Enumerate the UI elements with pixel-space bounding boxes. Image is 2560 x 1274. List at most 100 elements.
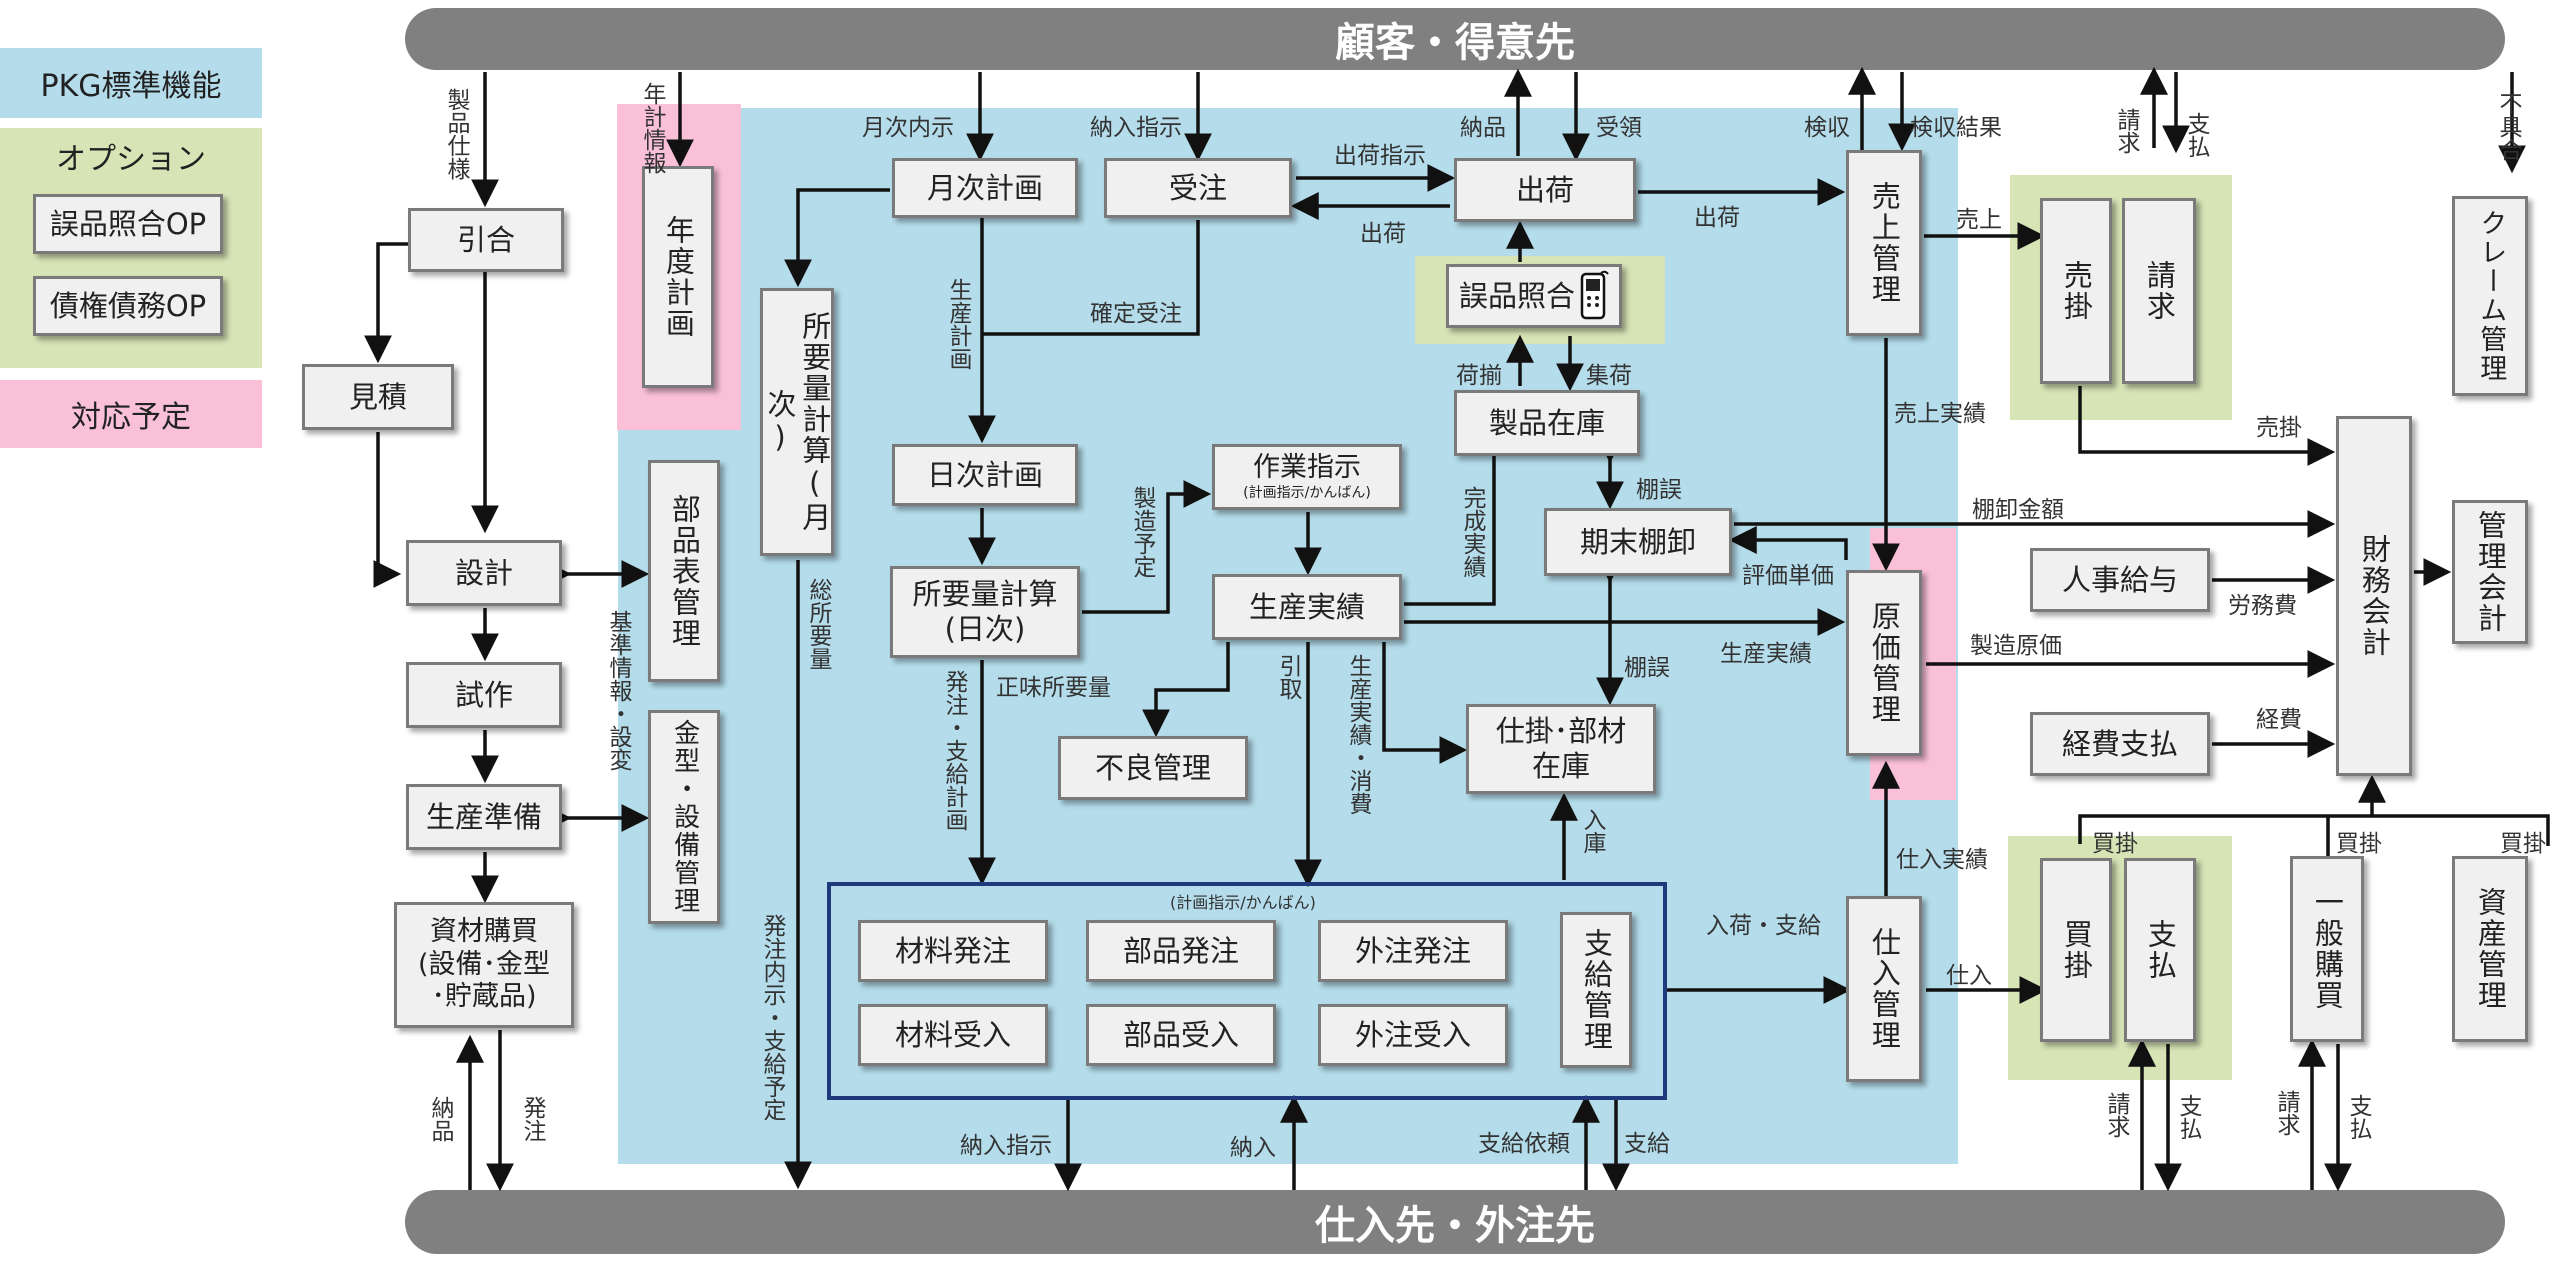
- label-keihi: 経費: [2256, 707, 2302, 733]
- label-tanagoshi1: 棚誤: [1636, 477, 1682, 503]
- box-genka[interactable]: 原価管理: [1846, 570, 1922, 756]
- arrow-getsuji-shoyo: [784, 188, 890, 288]
- seikyu-label: 請求: [2142, 260, 2177, 322]
- box-buhin-ukeire[interactable]: 部品受入: [1086, 1004, 1276, 1066]
- label-shiire-jisseki: 仕入実績: [1896, 847, 1988, 873]
- box-claim[interactable]: クレーム管理: [2452, 196, 2528, 396]
- box-shukka[interactable]: 出荷: [1454, 158, 1636, 222]
- label-getsuji-naiji: 月次内示: [862, 115, 954, 141]
- arrow-mitsumori-sekkei: [373, 432, 402, 588]
- box-buhinhyo[interactable]: 部品表管理: [648, 460, 720, 682]
- uriage-label: 売上管理: [1867, 181, 1902, 305]
- order-receiving-group: [827, 882, 1667, 1100]
- label-seisan-shohi: 生産実績・消費: [1345, 654, 1371, 815]
- box-jinji[interactable]: 人事給与: [2030, 548, 2210, 612]
- label-shiire: 仕入: [1946, 963, 1992, 989]
- box-nichiji[interactable]: 日次計画: [892, 444, 1078, 506]
- box-keihi[interactable]: 経費支払: [2030, 712, 2210, 776]
- box-uriage[interactable]: 売上管理: [1846, 150, 1922, 336]
- box-zairyo-ukeire[interactable]: 材料受入: [858, 1004, 1048, 1066]
- box-shikyu[interactable]: 支給管理: [1560, 912, 1632, 1068]
- urikake-label: 売掛: [2059, 260, 2094, 322]
- box-mitsumori[interactable]: 見積: [302, 364, 454, 430]
- ippan-kobai-label: 一般購買: [2310, 887, 2345, 1011]
- box-kimatsu[interactable]: 期末棚卸: [1544, 508, 1732, 576]
- label-nyuko: 入庫: [1579, 808, 1605, 854]
- box-kanagata[interactable]: 金型・設備管理: [648, 710, 720, 924]
- label-nohin-bottom: 納品: [427, 1096, 453, 1142]
- box-shoyo-nichiji[interactable]: 所要量計算 (日次): [890, 566, 1080, 658]
- nendo-label: 年度計画: [661, 215, 696, 339]
- label-kaikake3: 買掛: [2500, 831, 2546, 857]
- label-nounyu-bottom: 納入: [1230, 1135, 1276, 1161]
- handheld-scanner-icon: [1580, 270, 1609, 320]
- box-sekkei[interactable]: 設計: [406, 540, 562, 606]
- box-shiharai[interactable]: 支払: [2124, 858, 2196, 1042]
- label-shiharai-top: 支払: [2183, 112, 2209, 158]
- box-shiire[interactable]: 仕入管理: [1846, 896, 1922, 1082]
- box-shikake[interactable]: 仕掛･部材 在庫: [1466, 704, 1656, 794]
- shisan-label: 資産管理: [2473, 887, 2508, 1011]
- label-seikyu-b1: 請求: [2103, 1092, 2129, 1138]
- label-uriage-jisseki: 売上実績: [1894, 401, 1986, 427]
- label-seisan-jisseki: 生産実績: [1720, 641, 1812, 667]
- kaikake-label: 買掛: [2059, 919, 2094, 981]
- label-soshoyoryo: 総所要量: [805, 578, 831, 670]
- kanagata-label: 金型・設備管理: [669, 719, 700, 915]
- legend-option-title: オプション: [56, 142, 206, 177]
- kanri-label: 管理会計: [2473, 510, 2508, 634]
- box-shizai-kobai[interactable]: 資材購買 (設備･金型 ･貯蔵品): [394, 902, 574, 1028]
- sagyo-shiji-label: 作業指示: [1253, 452, 1361, 484]
- box-sagyo-shiji[interactable]: 作業指示 (計画指示/かんばん): [1212, 444, 1402, 510]
- box-gaichu-ukeire[interactable]: 外注受入: [1318, 1004, 1508, 1066]
- label-nizoroe: 荷揃: [1456, 363, 1502, 389]
- box-gohin[interactable]: 誤品照合: [1446, 264, 1622, 328]
- box-urikake[interactable]: 売掛: [2040, 198, 2112, 384]
- box-shisan[interactable]: 資産管理: [2452, 856, 2528, 1042]
- label-shukka-shiji: 出荷指示: [1334, 143, 1426, 169]
- box-hikiai[interactable]: 引合: [408, 208, 564, 272]
- label-hatchu-shikyu: 発注・支給計画: [941, 670, 967, 831]
- label-shikyu-irai: 支給依頼: [1478, 1131, 1570, 1157]
- buhinhyo-label: 部品表管理: [667, 493, 702, 649]
- label-nounyu-shiji-bottom: 納入指示: [960, 1133, 1052, 1159]
- label-hatchu-bottom: 発注: [519, 1096, 545, 1142]
- label-seisan-keikaku: 生産計画: [945, 278, 971, 370]
- label-tanagoshi2: 棚誤: [1624, 655, 1670, 681]
- label-nohin: 納品: [1460, 115, 1506, 141]
- box-seisan-jisseki[interactable]: 生産実績: [1212, 574, 1402, 640]
- box-getsuji[interactable]: 月次計画: [892, 158, 1078, 218]
- box-gaichu-hatchu[interactable]: 外注発注: [1318, 920, 1508, 982]
- gohin-label: 誤品照合: [1458, 278, 1575, 313]
- label-hyoka-tanka: 評価単価: [1742, 563, 1834, 589]
- box-ippan-kobai[interactable]: 一般購買: [2290, 856, 2364, 1042]
- box-buhin-hatchu[interactable]: 部品発注: [1086, 920, 1276, 982]
- box-juchu[interactable]: 受注: [1104, 158, 1292, 218]
- label-kijun-joho: 基準情報・設変: [605, 610, 631, 771]
- box-shisaku[interactable]: 試作: [406, 662, 562, 728]
- supplier-bar: 仕入先・外注先: [405, 1190, 2505, 1254]
- box-kanri[interactable]: 管理会計: [2452, 500, 2528, 644]
- label-seikyu-b2: 請求: [2273, 1090, 2299, 1136]
- label-shuka: 集荷: [1586, 363, 1632, 389]
- box-seihin-zaiko[interactable]: 製品在庫: [1454, 390, 1640, 456]
- box-kaikake[interactable]: 買掛: [2040, 858, 2112, 1042]
- box-zairyo-hatchu[interactable]: 材料発注: [858, 920, 1048, 982]
- box-furyo[interactable]: 不良管理: [1058, 736, 1248, 800]
- label-shomi: 正味所要量: [996, 675, 1111, 701]
- legend-option-gohin: 誤品照合OP: [33, 194, 223, 254]
- label-seizo-genka: 製造原価: [1970, 633, 2062, 659]
- label-juryo: 受領: [1596, 115, 1642, 141]
- label-kaikake1: 買掛: [2092, 831, 2138, 857]
- label-shiharai-b2: 支払: [2345, 1094, 2371, 1140]
- shiharai-label: 支払: [2143, 919, 2178, 981]
- label-seihin-shiyo: 製品仕様: [443, 88, 469, 180]
- box-seikyu[interactable]: 請求: [2122, 198, 2196, 384]
- box-shoyo-getsuji[interactable]: 所要量計算(月次): [760, 288, 834, 556]
- box-nendo[interactable]: 年度計画: [642, 166, 714, 388]
- box-seisan-junbi[interactable]: 生産準備: [406, 784, 562, 850]
- box-zaimu[interactable]: 財務会計: [2336, 416, 2412, 776]
- legend-planned: 対応予定: [0, 380, 262, 448]
- arrow-jisseki-kansei: [1404, 416, 1508, 606]
